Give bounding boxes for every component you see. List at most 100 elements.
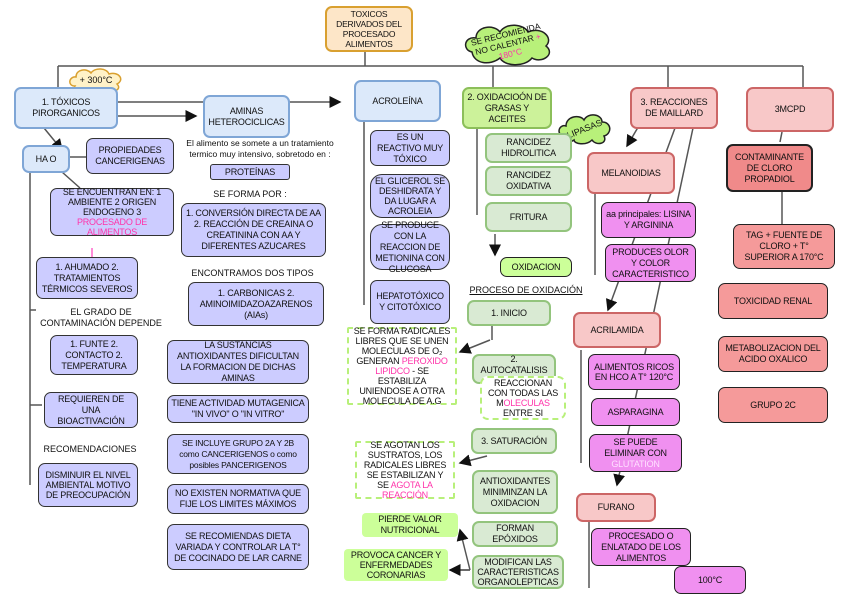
alimentos-hco-text: ALIMENTOS RICOS EN HCO A T° 120°C	[594, 362, 674, 382]
asparagina-text: ASPARAGINA	[607, 406, 664, 417]
disminuir-node[interactable]: DISMINUIR EL NIVEL AMBIENTAL MOTIVO DE P…	[38, 463, 138, 507]
radicales-label: SE FORMA RADICALES LIBRES QUE SE UNEN MO…	[353, 326, 451, 366]
reaccionan-label-end: ENTRE SI	[503, 408, 543, 418]
mcpd-header-text: 3MCPD	[774, 104, 806, 114]
aa-node[interactable]: aa principales: LISINA Y ARGININA	[601, 202, 696, 238]
radicales-label-end: - SE ESTABILIZA UNIENDOSE A OTRA MOLECUL…	[359, 366, 445, 406]
alimentos-hco-node[interactable]: ALIMENTOS RICOS EN HCO A T° 120°C	[588, 354, 680, 390]
metabolizacion-text: METABOLIZACION DEL ACIDO OXALICO	[725, 343, 821, 364]
aa-text: aa principales: LISINA Y ARGININA	[606, 209, 691, 230]
normativa-node[interactable]: NO EXISTEN NORMATIVA QUE FIJE LOS LIMITE…	[167, 484, 309, 514]
pirorganicos-header[interactable]: 1. TÓXICOS PIRORGANICOS	[14, 87, 118, 129]
modifican-node[interactable]: MODIFICAN LAS CARACTERISTICAS ORGANOLEPT…	[472, 555, 564, 589]
antioxidantes-aminas-node[interactable]: LA SUSTANCIAS ANTIOXIDANTES DIFICULTAN L…	[167, 340, 309, 384]
glutation-text: SE PUEDE ELIMINAR CON GLUTATION	[593, 437, 678, 470]
grupo2c-node[interactable]: GRUPO 2C	[718, 387, 828, 423]
mcpd-header[interactable]: 3MCPD	[746, 87, 834, 132]
glicerol-text: EL GLICEROL SE DESHIDRATA Y DA LUGAR A A…	[374, 176, 446, 216]
mutagenica-node[interactable]: TIENE ACTIVIDAD MUTAGENICA "IN VIVO" O "…	[167, 395, 309, 423]
hepato-text: HEPATOTÓXICO Y CITOTÓXICO	[376, 291, 444, 312]
renal-text: TOXICIDAD RENAL	[733, 295, 813, 306]
inicio-node[interactable]: 1. INICIO	[467, 300, 551, 326]
antioxidantes-aminas-text: LA SUSTANCIAS ANTIOXIDANTES DIFICULTAN L…	[177, 340, 299, 383]
title-text: TOXICOS DERIVADOS DEL PROCESADO ALIMENTO…	[336, 9, 402, 49]
funte-node[interactable]: 1. FUNTE 2. CONTACTO 2. TEMPERATURA	[50, 335, 138, 375]
hidrolitica-node[interactable]: RANCIDEZ HIDROLITICA	[485, 133, 572, 163]
procesado-text: PROCESADO O ENLATADO DE LOS ALIMENTOS	[601, 530, 681, 563]
antiox-text: ANTIOXIDANTES MINIMINZAN LA OXIDACION	[480, 475, 550, 508]
asparagina-node[interactable]: ASPARAGINA	[591, 398, 680, 426]
acroleina-header[interactable]: ACROLEÍNA	[354, 80, 441, 122]
proteinas-text: PROTEÍNAS	[224, 166, 276, 177]
ahumado-node[interactable]: 1. AHUMADO 2. TRATAMIENTOS TÉRMICOS SEVE…	[36, 257, 138, 299]
cloud-300c-text: + 300°C	[79, 75, 113, 85]
reaccionan-highlight: OLECULAS	[503, 398, 550, 408]
conversion-node[interactable]: 1. CONVERSIÓN DIRECTA DE AA 2. REACCIÓN …	[181, 203, 326, 257]
bioactivacion-node[interactable]: REQUIEREN DE UNA BIOACTIVACIÓN	[44, 392, 138, 428]
aminas-intro: El alimento se somete a un tratamiento t…	[186, 138, 334, 159]
proteinas-node[interactable]: PROTEÍNAS	[210, 164, 290, 180]
contaminante-node[interactable]: CONTAMINANTE DE CLORO PROPADIOL	[726, 144, 813, 192]
melanoidias-text: MELANOIDIAS	[601, 167, 661, 178]
antiox-node[interactable]: ANTIOXIDANTES MINIMINZAN LA OXIDACION	[472, 470, 558, 514]
tipos-text: 1. CARBONICAS 2. AMINOIMIDAZOAZARENOS (A…	[199, 287, 313, 320]
cloud-shape-icon	[464, 24, 551, 66]
inicio-text: 1. INICIO	[491, 307, 527, 318]
temp100-node[interactable]: 100°C	[674, 566, 746, 594]
oxidativa-text: RANCIDEZ OXIDATIVA	[506, 170, 551, 191]
pierde-node[interactable]: PIERDE VALOR NUTRICIONAL	[362, 513, 458, 537]
reaccionan-node[interactable]: REACCIONAN CON TODAS LAS MOLECULAS ENTRE…	[480, 376, 566, 420]
melanoidias-node[interactable]: MELANOIDIAS	[587, 152, 675, 194]
oxidacion-node[interactable]: OXIDACION	[500, 257, 572, 277]
oxidacion-header[interactable]: 2. OXIDACIOÓN DE GRASAS Y ACEITES	[462, 87, 552, 129]
oxidativa-node[interactable]: RANCIDEZ OXIDATIVA	[485, 166, 572, 196]
tipos-node[interactable]: 1. CARBONICAS 2. AMINOIMIDAZOAZARENOS (A…	[188, 282, 324, 326]
procesado-node[interactable]: PROCESADO O ENLATADO DE LOS ALIMENTOS	[591, 528, 691, 566]
disminuir-text: DISMINUIR EL NIVEL AMBIENTAL MOTIVO DE P…	[45, 470, 131, 500]
saturacion-node[interactable]: 3. SATURACIÓN	[471, 428, 557, 454]
metionina-text: SE PRODUCE CON LA REACCION DE METIONINA …	[375, 219, 445, 274]
tag-node[interactable]: TAG + FUENTE DE CLORO + T° SUPERIOR A 17…	[733, 224, 835, 269]
tipos-label: ENCONTRAMOS DOS TIPOS	[191, 268, 314, 278]
title-node[interactable]: TOXICOS DERIVADOS DEL PROCESADO ALIMENTO…	[325, 6, 413, 52]
pierde-text: PIERDE VALOR NUTRICIONAL	[378, 514, 442, 535]
grupo-text: SE INCLUYE GRUPO 2A Y 2B como CANCERIGEN…	[179, 437, 297, 470]
epoxidos-node[interactable]: FORMAN EPÓXIDOS	[472, 521, 558, 547]
fritura-node[interactable]: FRITURA	[485, 202, 572, 232]
maillard-header[interactable]: 3. REACCIONES DE MAILLARD	[630, 87, 718, 129]
propiedades-node[interactable]: PROPIEDADES CANCERIGENAS	[86, 138, 174, 174]
metionina-node[interactable]: SE PRODUCE CON LA REACCION DE METIONINA …	[370, 220, 450, 274]
reaccionan-text: REACCIONAN CON TODAS LAS MOLECULAS ENTRE…	[485, 378, 561, 418]
glicerol-node[interactable]: EL GLICEROL SE DESHIDRATA Y DA LUGAR A A…	[370, 174, 450, 218]
glutation-node[interactable]: SE PUEDE ELIMINAR CON GLUTATION	[589, 434, 682, 472]
provoca-node[interactable]: PROVOCA CANCER Y ENFERMEDADES CORONARIAS	[344, 549, 448, 581]
cloud-shape-icon	[558, 114, 611, 145]
grupo2c-text: GRUPO 2C	[750, 399, 796, 410]
proceso-label: PROCESO DE OXIDACIÓN	[469, 285, 583, 295]
produces-node[interactable]: PRODUCES OLOR Y COLOR CARACTERISTICO	[605, 244, 696, 282]
saturacion-text: 3. SATURACIÓN	[481, 435, 547, 446]
hao-node[interactable]: HA O	[22, 145, 70, 173]
agotan-node[interactable]: SE AGOTAN LOS SUSTRATOS, LOS RADICALES L…	[355, 440, 455, 500]
radicales-node[interactable]: SE FORMA RADICALES LIBRES QUE SE UNEN MO…	[347, 326, 457, 406]
oxidacion-header-text: 2. OXIDACIOÓN DE GRASAS Y ACEITES	[467, 91, 547, 124]
furano-node[interactable]: FURANO	[576, 493, 656, 522]
aminas-header[interactable]: AMINAS HETEROCICLICAS	[203, 95, 290, 138]
contaminante-text: CONTAMINANTE DE CLORO PROPADIOL	[735, 151, 804, 184]
renal-node[interactable]: TOXICIDAD RENAL	[718, 283, 828, 319]
dieta-node[interactable]: SE RECOMIENDAS DIETA VARIADA Y CONTROLAR…	[167, 524, 309, 570]
encuentran-node[interactable]: SE ENCUENTRAN EN: 1 AMBIENTE 2 ORIGEN EN…	[50, 187, 174, 237]
funte-text: 1. FUNTE 2. CONTACTO 2. TEMPERATURA	[61, 338, 127, 371]
grupo-node[interactable]: SE INCLUYE GRUPO 2A Y 2B como CANCERIGEN…	[167, 434, 309, 474]
glutation-highlight: GLUTATION	[611, 458, 660, 469]
hepato-node[interactable]: HEPATOTÓXICO Y CITOTÓXICO	[370, 280, 450, 324]
normativa-text: NO EXISTEN NORMATIVA QUE FIJE LOS LIMITE…	[175, 488, 301, 509]
metabolizacion-node[interactable]: METABOLIZACION DEL ACIDO OXALICO	[718, 336, 828, 372]
reactivo-node[interactable]: ES UN REACTIVO MUY TÓXICO	[370, 130, 450, 166]
acrilamida-node[interactable]: ACRILAMIDA	[573, 312, 661, 348]
agotan-highlight: AGOTA LA REACCIÓN	[382, 480, 433, 500]
hao-text: HA O	[35, 153, 57, 164]
reactivo-text: ES UN REACTIVO MUY TÓXICO	[376, 131, 444, 164]
radicales-highlight: PEROXIDO LIPIDCO	[375, 356, 448, 376]
ahumado-text: 1. AHUMADO 2. TRATAMIENTOS TÉRMICOS SEVE…	[41, 261, 133, 294]
